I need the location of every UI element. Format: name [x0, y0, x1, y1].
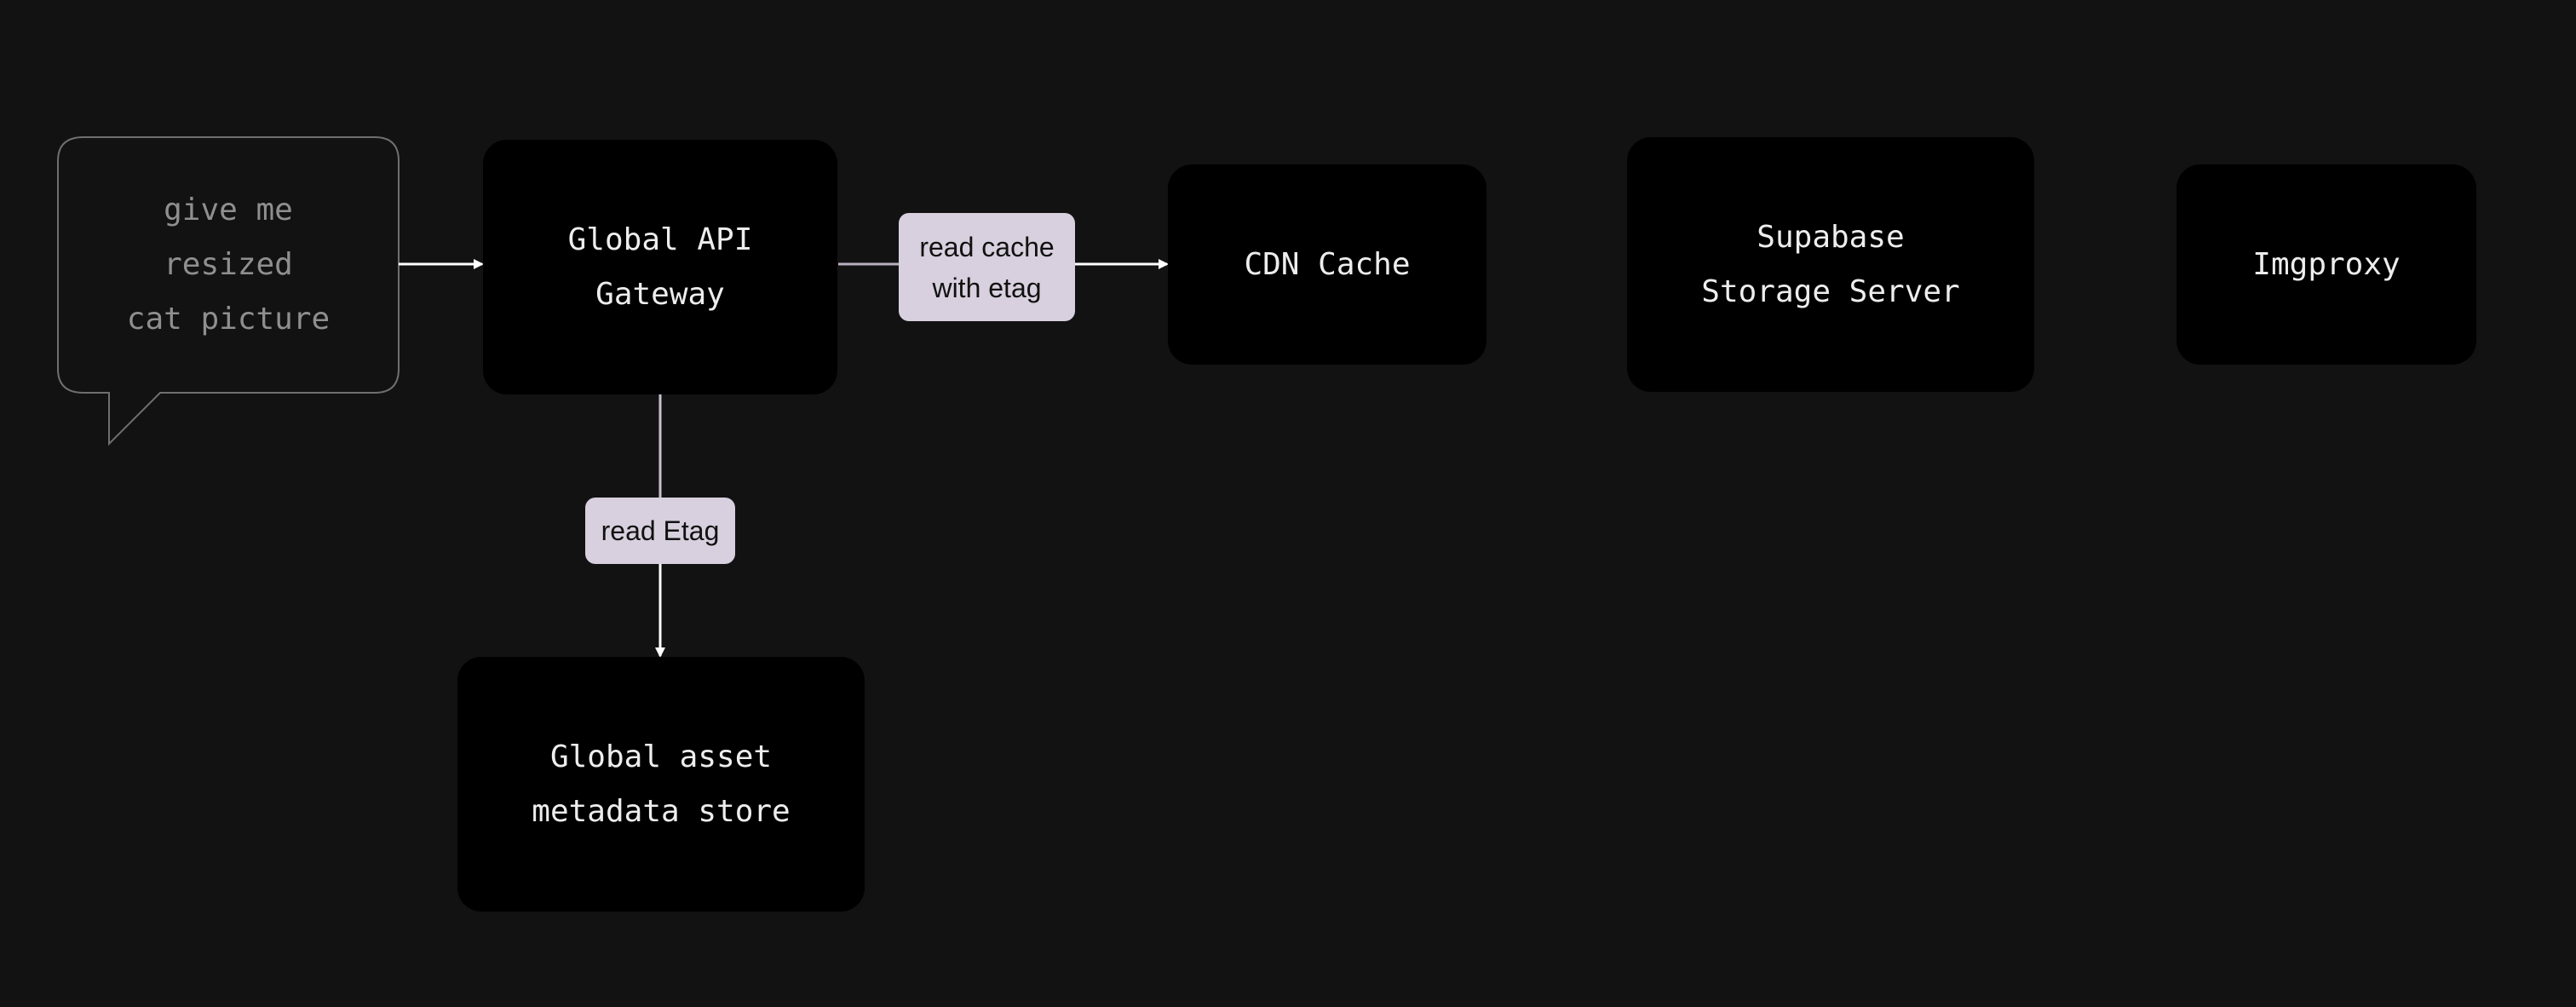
edge-label-read-cache-with-etag: read cache with etag [899, 213, 1075, 321]
request-speech-bubble: give me resized cat picture [58, 137, 399, 393]
node-global-api-gateway[interactable]: Global API Gateway [483, 140, 837, 394]
node-global-asset-metadata-store-label: Global asset metadata store [532, 739, 791, 829]
node-cdn-cache-label: CDN Cache [1244, 246, 1411, 282]
edge-label-read-etag-text: read Etag [601, 515, 720, 546]
node-supabase-storage-server[interactable]: Supabase Storage Server [1627, 137, 2034, 392]
node-imgproxy[interactable]: Imgproxy [2176, 164, 2476, 365]
edge-label-read-etag: read Etag [585, 498, 735, 564]
speech-bubble-outline [57, 136, 400, 446]
node-cdn-cache[interactable]: CDN Cache [1168, 164, 1486, 365]
request-text: give me resized cat picture [126, 193, 331, 337]
node-imgproxy-label: Imgproxy [2252, 246, 2401, 282]
node-global-api-gateway-label: Global API Gateway [567, 222, 753, 312]
node-supabase-storage-server-label: Supabase Storage Server [1701, 219, 1960, 309]
edge-label-read-cache-with-etag-text: read cache with etag [919, 231, 1055, 303]
node-global-asset-metadata-store[interactable]: Global asset metadata store [457, 657, 865, 912]
